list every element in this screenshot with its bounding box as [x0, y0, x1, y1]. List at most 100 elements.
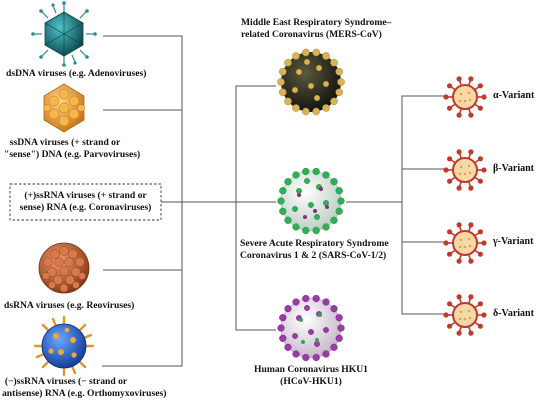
spike	[312, 353, 320, 362]
sars-cov-icon	[277, 167, 345, 235]
spike	[337, 78, 345, 86]
orthomyxovirus-icon	[33, 315, 95, 377]
spike	[330, 305, 338, 313]
spike	[322, 80, 330, 88]
spike	[323, 327, 329, 333]
spike	[304, 178, 310, 184]
label-sars: Severe Acute Respiratory Syndrome Corona…	[240, 238, 389, 261]
spike	[279, 334, 287, 342]
label-hku1: Human Coronavirus HKU1 (HCoV-HKU1)	[254, 364, 368, 387]
spike	[284, 343, 292, 351]
spike	[307, 82, 315, 90]
spike	[335, 207, 343, 215]
variant-icon-beta	[443, 149, 487, 191]
spike	[304, 305, 310, 311]
spike	[335, 334, 343, 342]
spike	[322, 298, 330, 306]
spike	[302, 353, 310, 362]
parvovirus-icon	[43, 83, 85, 133]
spike	[323, 200, 329, 206]
spike	[312, 107, 320, 116]
label-mers: Middle East Respiratory Syndrome– relate…	[241, 17, 392, 40]
spike	[312, 226, 320, 235]
spike	[302, 167, 310, 176]
spike	[330, 178, 338, 186]
hku1-icon	[277, 294, 345, 362]
spike	[315, 64, 323, 72]
spike	[308, 329, 314, 335]
spike	[302, 226, 310, 235]
spike	[302, 48, 310, 57]
label-beta-variant: β-Variant	[493, 163, 535, 174]
spike	[278, 67, 287, 76]
label-dsrna: dsRNA viruses (e.g. Reoviruses)	[4, 300, 135, 311]
variant-icon-delta	[443, 294, 487, 336]
connector-variants-bracket	[401, 95, 448, 315]
spike	[279, 207, 287, 215]
spike	[303, 58, 311, 66]
spike	[292, 171, 300, 179]
spike	[284, 178, 292, 186]
variant-icon-alpha	[443, 76, 487, 118]
spike	[335, 314, 343, 322]
spike	[322, 223, 330, 231]
label-ssrna-neg: (−)ssRNA viruses (− strand or antisense)…	[2, 376, 167, 399]
spike	[279, 187, 287, 195]
spike	[335, 67, 344, 76]
spike	[330, 343, 338, 351]
label-delta-variant: δ-Variant	[493, 308, 534, 319]
spike	[302, 294, 310, 303]
spike	[284, 216, 292, 224]
spike	[330, 97, 338, 106]
label-alpha-variant: α-Variant	[493, 90, 535, 101]
label-gamma-variant: γ-Variant	[493, 236, 534, 247]
spike	[308, 202, 314, 208]
spike	[292, 104, 300, 112]
spike	[277, 324, 285, 332]
spike	[284, 58, 292, 67]
spike	[312, 48, 320, 57]
spike	[322, 171, 330, 179]
spike	[296, 188, 302, 194]
spike	[330, 216, 338, 224]
spike	[312, 167, 320, 176]
spike	[291, 86, 299, 94]
spike	[335, 88, 344, 97]
spike	[330, 58, 338, 67]
connector-lines	[102, 35, 448, 367]
connector-dsdna	[102, 35, 183, 367]
spike	[335, 187, 343, 195]
spike	[279, 314, 287, 322]
spike	[292, 298, 300, 306]
spike	[337, 197, 345, 205]
spike	[292, 52, 300, 60]
spike	[292, 206, 298, 212]
spike	[322, 350, 330, 358]
label-ssrna-pos: (+)ssRNA viruses (+ strand or sense) RNA…	[19, 190, 152, 213]
spike	[277, 78, 285, 86]
variant-icon-gamma	[443, 222, 487, 264]
spike	[284, 305, 292, 313]
spike	[337, 324, 345, 332]
spike	[295, 68, 303, 76]
spike	[284, 97, 292, 106]
spike	[292, 350, 300, 358]
spike	[322, 52, 330, 60]
spike	[277, 197, 285, 205]
spike	[314, 341, 320, 347]
spike	[322, 104, 330, 112]
connector-mers	[235, 85, 276, 331]
spike	[292, 223, 300, 231]
spike	[302, 107, 310, 116]
adenovirus-icon	[31, 1, 97, 67]
label-ssdna: ssDNA viruses (+ strand or "sense") DNA …	[4, 137, 141, 160]
spike	[312, 294, 320, 303]
spike	[278, 88, 287, 97]
label-dsdna: dsDNA viruses (e.g. Adenoviruses)	[6, 68, 147, 79]
ssrna-pos-highlight-box	[9, 183, 162, 221]
spike	[292, 333, 298, 339]
spike	[314, 214, 320, 220]
spike	[313, 94, 321, 102]
reovirus-icon	[38, 242, 90, 294]
